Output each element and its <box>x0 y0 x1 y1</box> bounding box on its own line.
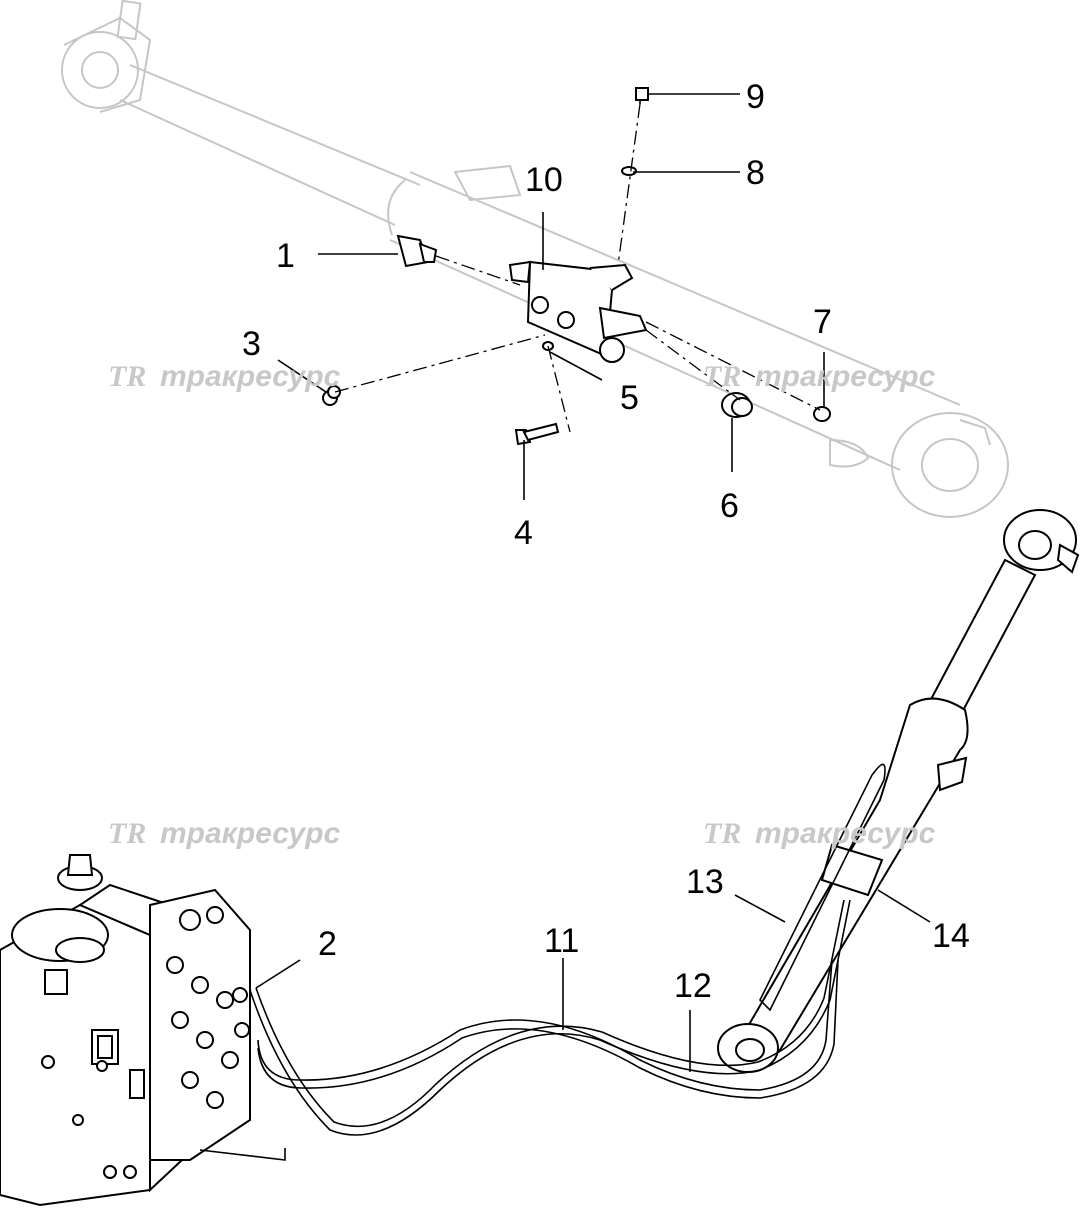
watermark-text: тракресурс <box>755 360 936 393</box>
watermark-2: TR тракресурс <box>703 360 936 393</box>
callout-6: 6 <box>720 487 739 525</box>
callout-13: 13 <box>686 863 724 901</box>
callout-9: 9 <box>746 78 765 116</box>
callout-11: 11 <box>544 922 579 960</box>
watermark-text: тракресурс <box>160 817 341 850</box>
plug-6 <box>721 392 753 418</box>
callout-8: 8 <box>746 154 765 192</box>
hose-12 <box>257 959 839 1099</box>
control-valve-assembly <box>0 854 286 1207</box>
bolt-9 <box>635 87 649 104</box>
leader-lines-lower <box>255 889 931 1072</box>
fitting-3 <box>322 385 341 406</box>
leader-lines-upper <box>277 93 825 500</box>
callout-14: 14 <box>932 917 970 955</box>
callout-3: 3 <box>242 325 261 363</box>
callout-2: 2 <box>318 925 337 963</box>
watermark-text: тракресурс <box>755 817 936 850</box>
watermark-logo: TR <box>703 817 741 850</box>
hydraulic-cylinder-right <box>717 509 1080 1073</box>
watermark-logo: TR <box>108 817 146 850</box>
watermark-logo: TR <box>108 360 146 393</box>
fitting-1 <box>396 234 438 268</box>
callout-10: 10 <box>525 161 563 199</box>
washer-8 <box>621 166 637 176</box>
ghost-hydraulic-cylinder-top <box>61 0 1009 518</box>
watermark-logo: TR <box>703 360 741 393</box>
assembly-lines <box>334 103 821 433</box>
watermark-3: TR тракресурс <box>108 817 341 850</box>
callout-5: 5 <box>620 379 639 417</box>
watermark-text: тракресурс <box>160 360 341 393</box>
watermark-1: TR тракресурс <box>108 360 341 393</box>
callout-4: 4 <box>514 514 533 552</box>
callout-12: 12 <box>674 967 712 1005</box>
callout-7: 7 <box>813 303 832 341</box>
fitting-7 <box>813 406 831 422</box>
bolt-4 <box>514 422 560 446</box>
watermark-4: TR тракресурс <box>703 817 936 850</box>
hose-11 <box>249 899 851 1136</box>
callout-1: 1 <box>276 237 295 275</box>
